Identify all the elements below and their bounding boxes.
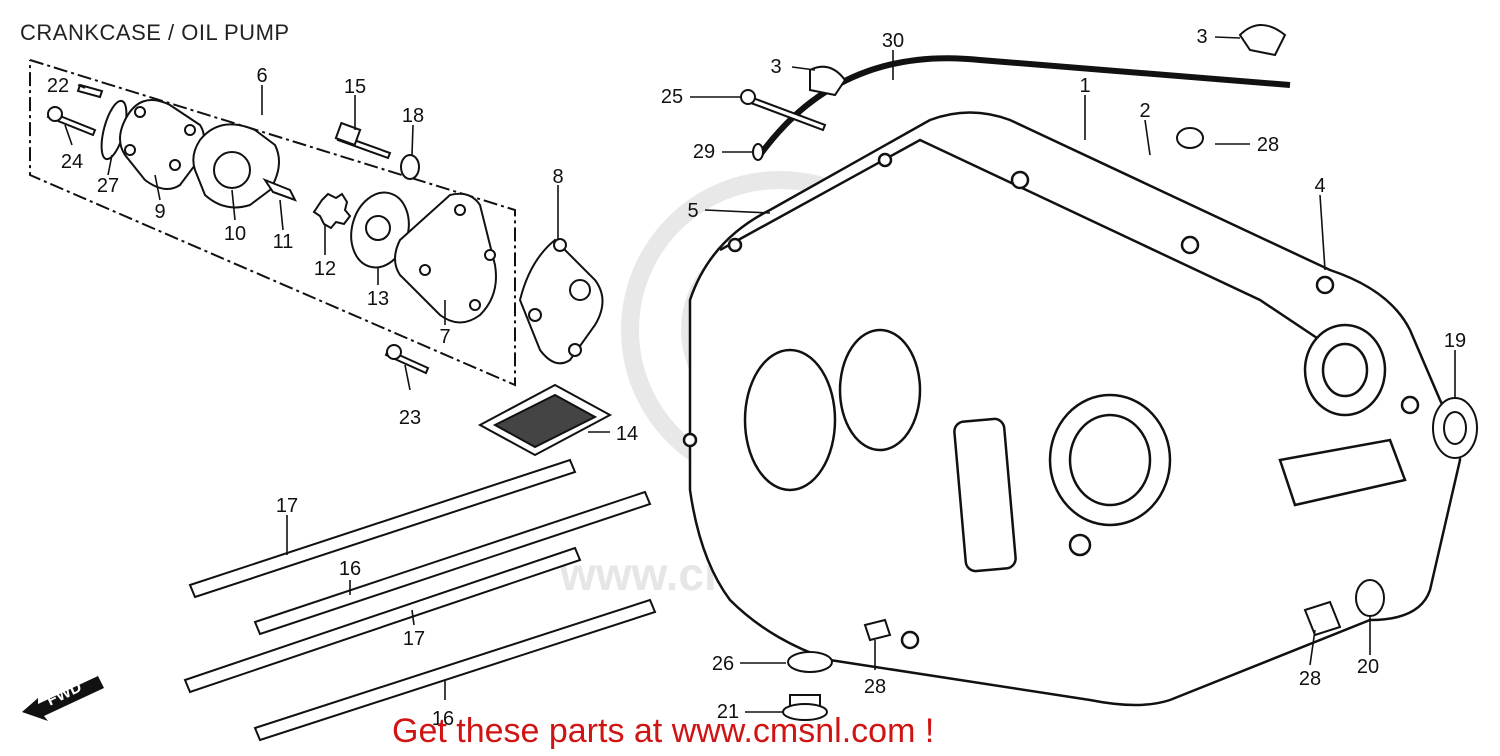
callout-26: 26 <box>712 653 734 675</box>
callout-1: 1 <box>1079 75 1090 97</box>
crankcase-assembly <box>682 111 1462 707</box>
callout-11: 11 <box>273 231 294 253</box>
callout-3a: 3 <box>770 56 781 78</box>
callout-16b: 16 <box>432 708 454 730</box>
leader-lines <box>64 36 1456 713</box>
callout-16a: 16 <box>339 558 361 580</box>
callout-25: 25 <box>661 86 683 108</box>
callout-29: 29 <box>693 141 715 163</box>
callout-10: 10 <box>224 223 246 245</box>
callout-3b: 3 <box>1196 26 1207 48</box>
callout-numbers: 1 2 3 3 4 5 6 7 8 9 10 11 12 13 14 15 16… <box>47 26 1466 730</box>
callout-21: 21 <box>717 701 739 723</box>
callout-20: 20 <box>1357 656 1379 678</box>
oil-pump-group-frame <box>29 59 516 387</box>
callout-7: 7 <box>439 326 450 348</box>
callout-28a: 28 <box>1257 134 1279 156</box>
callout-13: 13 <box>367 288 389 310</box>
callout-17b: 17 <box>403 628 425 650</box>
stud-bolts <box>183 458 657 742</box>
small-parts <box>740 24 1478 721</box>
callout-24: 24 <box>61 151 83 173</box>
callout-28c: 28 <box>864 676 886 698</box>
callout-15: 15 <box>344 76 366 98</box>
callout-8: 8 <box>552 166 563 188</box>
callout-19: 19 <box>1444 330 1466 352</box>
callout-27: 27 <box>97 175 119 197</box>
callout-2: 2 <box>1139 100 1150 122</box>
callout-9: 9 <box>154 201 165 223</box>
callout-22: 22 <box>47 75 69 97</box>
oil-pump-parts <box>46 83 497 375</box>
callout-14: 14 <box>616 423 638 445</box>
callout-12: 12 <box>314 258 336 280</box>
callout-18: 18 <box>402 105 424 127</box>
diagram-title: CRANKCASE / OIL PUMP <box>20 20 290 45</box>
callout-30: 30 <box>882 30 904 52</box>
callout-23: 23 <box>399 407 421 429</box>
gasket-strainer-parts <box>477 238 613 457</box>
callout-6: 6 <box>256 65 267 87</box>
callout-4: 4 <box>1314 175 1325 197</box>
promo-link-text[interactable]: Get these parts at www.cmsnl.com ! <box>392 712 935 750</box>
callout-17a: 17 <box>276 495 298 517</box>
callout-28b: 28 <box>1299 668 1321 690</box>
forward-direction-indicator: FWD <box>22 676 104 721</box>
forward-arrow-icon <box>22 676 104 721</box>
callout-5: 5 <box>687 200 698 222</box>
